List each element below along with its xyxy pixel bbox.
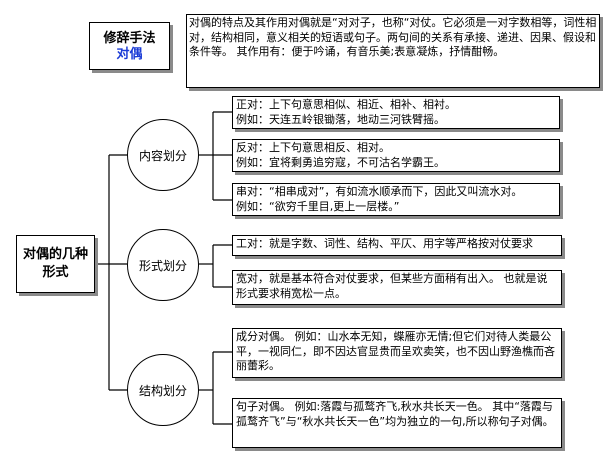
leaf-juzi: 句子对偶。 例如:落霞与孤鹜齐飞,秋水共长天一色。 其中“落霞与孤鹜齐飞”与“秋… <box>232 398 562 448</box>
topic-subtitle: 对偶 <box>116 47 143 62</box>
root-label: 对偶的几种形式 <box>23 247 89 280</box>
leaf-fandui: 反对：上下句意思相反、相对。 例如：宜将剩勇追穷寇，不可沽名学霸王。 <box>232 139 560 172</box>
leaf-line: 宽对，就是基本符合对仗要求，但某些方面稍有出入。 也就是说形式要求稍宽松一点。 <box>236 272 548 300</box>
leaf-gongdui: 工对：就是字数、词性、结构、平仄、用字等严格按对仗要求 <box>232 235 562 256</box>
leaf-line: 例如：“欲穷千里目,更上一层楼。” <box>236 199 400 213</box>
leaf-chengfen: 成分对偶。 例如：山水本无知，蝶雁亦无情;但它们对待人类最公平，一视同仁，即不因… <box>232 328 562 378</box>
category-content-node: 内容划分 <box>127 119 199 191</box>
leaf-line: 成分对偶。 例如：山水本无知，蝶雁亦无情;但它们对待人类最公平，一视同仁，即不因… <box>236 330 555 372</box>
category-label: 内容划分 <box>138 148 187 163</box>
category-form-node: 形式划分 <box>127 229 199 301</box>
leaf-line: 例如：天连五岭银锄落，地动三河铁臂摇。 <box>236 112 445 126</box>
root-node: 对偶的几种形式 <box>16 235 95 293</box>
leaf-line: 正对：上下句意思相似、相近、相补、相衬。 <box>236 98 456 111</box>
leaf-line: 句子对偶。 例如:落霞与孤鹜齐飞,秋水共长天一色。 其中“落霞与孤鹜齐飞”与“秋… <box>236 400 554 428</box>
description-box: 对偶的特点及其作用对偶就是“对对子，也称“对仗。它必须是一对字数相等，词性相对，… <box>186 14 600 88</box>
leaf-line: 串对：“相串成对”，有如流水顺承而下，因此又叫流水对。 <box>236 185 523 198</box>
leaf-line: 工对：就是字数、词性、结构、平仄、用字等严格按对仗要求 <box>236 237 533 250</box>
description-text: 对偶的特点及其作用对偶就是“对对子，也称“对仗。它必须是一对字数相等，词性相对，… <box>189 16 597 58</box>
leaf-chuandui: 串对：“相串成对”，有如流水顺承而下，因此又叫流水对。 例如：“欲穷千里目,更上… <box>232 183 560 216</box>
category-structure-node: 结构划分 <box>127 354 199 426</box>
leaf-line: 例如：宜将剩勇追穷寇，不可沽名学霸王。 <box>236 155 445 169</box>
leaf-kuandui: 宽对，就是基本符合对仗要求，但某些方面稍有出入。 也就是说形式要求稍宽松一点。 <box>232 270 562 305</box>
leaf-zhengdui: 正对：上下句意思相似、相近、相补、相衬。 例如：天连五岭银锄落，地动三河铁臂摇。 <box>232 96 560 129</box>
leaf-line: 反对：上下句意思相反、相对。 <box>236 141 390 154</box>
topic-title: 修辞手法 <box>103 31 156 46</box>
category-label: 结构划分 <box>138 383 187 398</box>
category-label: 形式划分 <box>138 258 187 273</box>
topic-title-box: 修辞手法 对偶 <box>89 22 170 70</box>
